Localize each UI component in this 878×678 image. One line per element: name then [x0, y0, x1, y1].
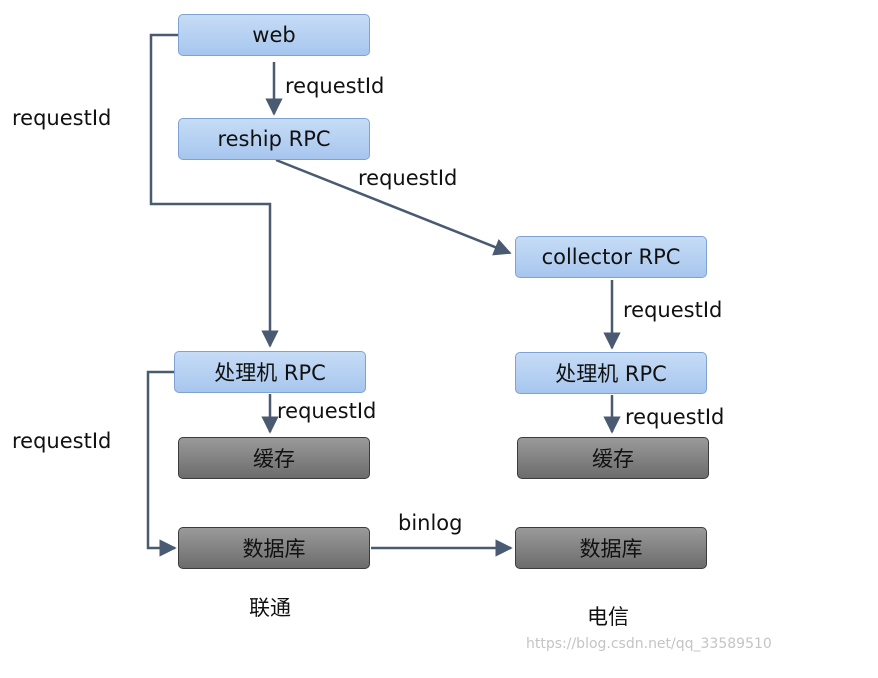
node-collector-rpc[interactable]: collector RPC	[515, 236, 707, 278]
node-processor-rpc-right[interactable]: 处理机 RPC	[515, 352, 707, 394]
node-cache-right[interactable]: 缓存	[517, 437, 709, 479]
label-collector-to-processor-right: requestId	[623, 298, 723, 322]
node-database-right[interactable]: 数据库	[515, 527, 707, 569]
region-label-right: 电信	[587, 605, 629, 629]
watermark-text: https://blog.csdn.net/qq_33589510	[526, 636, 772, 652]
node-web[interactable]: web	[178, 14, 370, 56]
arrow-reship-to-collector	[275, 158, 512, 256]
label-reship-to-collector: requestId	[358, 166, 458, 190]
region-label-left: 联通	[249, 596, 291, 620]
label-database-binlog: binlog	[398, 511, 463, 535]
label-web-to-processor-left: requestId	[12, 106, 112, 130]
label-processor-left-to-cache: requestId	[277, 399, 377, 423]
node-database-left[interactable]: 数据库	[178, 527, 370, 569]
label-processor-right-to-cache: requestId	[625, 405, 725, 429]
arrow-web-to-processor-left	[149, 33, 279, 348]
node-processor-rpc-left[interactable]: 处理机 RPC	[174, 351, 366, 393]
label-processor-left-to-database: requestId	[12, 429, 112, 453]
node-reship-rpc[interactable]: reship RPC	[178, 118, 370, 160]
label-web-to-reship: requestId	[285, 74, 385, 98]
node-cache-left[interactable]: 缓存	[178, 437, 370, 479]
arrow-processor-left-to-database	[146, 370, 177, 557]
